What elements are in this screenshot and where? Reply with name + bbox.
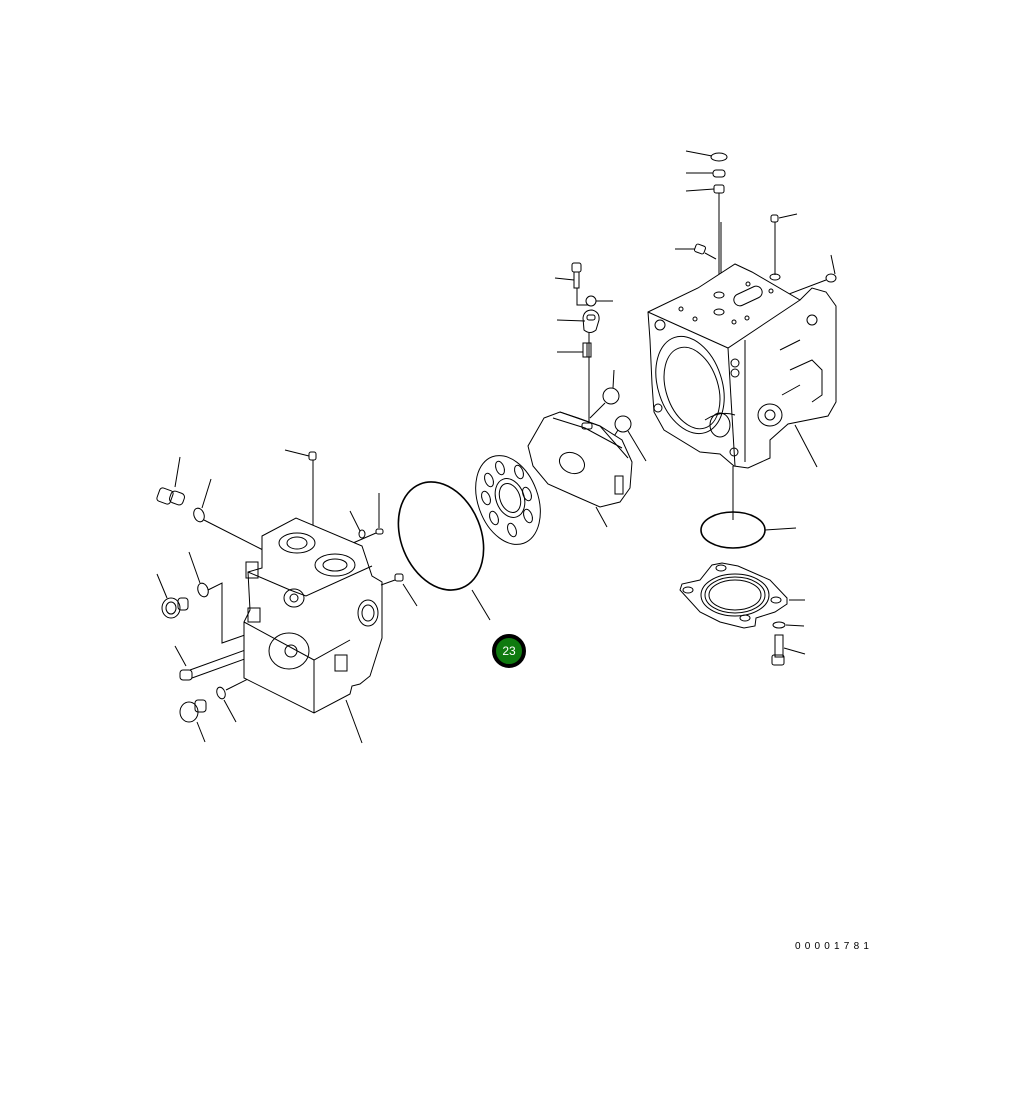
callout-23[interactable]: 23 <box>492 634 526 668</box>
cap-plug-icon <box>710 152 728 162</box>
drawing-number: 00001781 <box>795 941 874 952</box>
o-ring-large[interactable] <box>383 469 499 621</box>
valve-plate[interactable] <box>464 447 552 554</box>
swash-cradle[interactable] <box>527 262 647 528</box>
plug-upper-left <box>156 487 186 506</box>
right-pump-case[interactable] <box>644 150 837 520</box>
callout-label: 23 <box>502 644 516 658</box>
flange-set[interactable] <box>679 511 806 666</box>
left-valve-block[interactable] <box>156 449 418 744</box>
